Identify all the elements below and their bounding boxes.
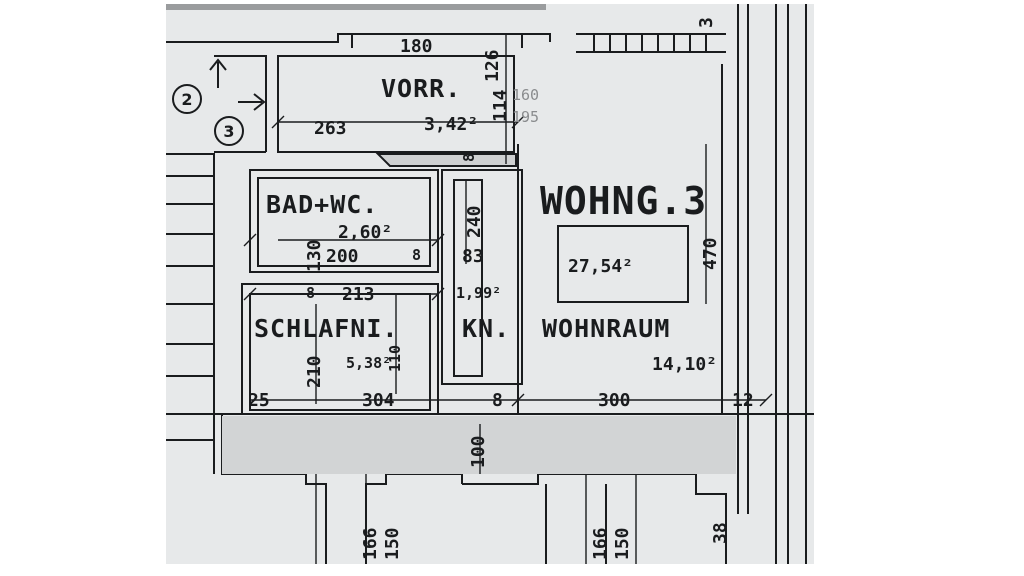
vorr-outline: [277, 55, 515, 153]
marker-arrows: [209, 58, 266, 111]
dim-210: 210: [304, 355, 325, 388]
area-bad: 2,60²: [338, 222, 393, 243]
dim-166b: 166: [590, 527, 611, 560]
dim-8c: 8: [306, 284, 316, 302]
dim-114: 114: [490, 89, 511, 122]
dim-lines: [250, 34, 766, 474]
dim-8a: 8: [460, 152, 478, 162]
vorr-inner-wall: [375, 153, 517, 167]
dim-240: 240: [464, 205, 485, 238]
top-outer-line: [166, 33, 551, 48]
bottom-wall-fill: [222, 416, 736, 474]
schlaf-outline: [241, 283, 439, 415]
dim-130: 130: [304, 239, 325, 272]
area-wohnraum: 14,10²: [652, 354, 718, 375]
dim-195: 195: [512, 108, 540, 126]
bad-inner: [257, 177, 431, 267]
dim-12: 12: [732, 390, 754, 411]
kn-outline: [441, 169, 523, 385]
dim-3: 3: [696, 17, 717, 28]
room-label-schlaf: SCHLAFNI.: [254, 314, 399, 343]
right-walls: [737, 4, 807, 564]
dim-25: 25: [248, 390, 270, 411]
dim-180: 180: [400, 36, 433, 57]
kn-inner: [453, 179, 483, 377]
dim-150a: 150: [382, 527, 403, 560]
floor-plan-sheet: 2 3 VORR. BAD+WC. WOHNG.3 SCHLAFNI. KN. …: [166, 4, 814, 564]
dim-ticks: [243, 115, 773, 407]
dim-83: 83: [462, 246, 484, 267]
dim-304: 304: [362, 390, 395, 411]
wohnraum-walls: [517, 64, 723, 414]
dim-470: 470: [700, 237, 721, 270]
room-label-bad: BAD+WC.: [266, 190, 379, 219]
bad-outline: [249, 169, 439, 273]
dim-160: 160: [512, 86, 540, 104]
left-corridor: [166, 153, 215, 474]
floor-plan-drawing: [166, 4, 814, 564]
room-label-kn: KN.: [462, 314, 511, 343]
area-schlaf: 5,38²: [346, 354, 392, 372]
room-label-wohng: WOHNG.3: [540, 179, 708, 223]
room-label-vorr: VORR.: [381, 74, 462, 103]
dim-8d: 8: [492, 390, 503, 411]
window-row: [576, 33, 726, 53]
dim-300: 300: [598, 390, 631, 411]
dim-263: 263: [314, 118, 347, 139]
wohng-area-box: [557, 225, 689, 303]
area-kn: 1,99²: [456, 284, 502, 302]
dim-8b: 8: [412, 246, 422, 264]
marker-3: 3: [214, 116, 244, 146]
dim-213: 213: [342, 284, 375, 305]
dim-200: 200: [326, 246, 359, 267]
dim-38: 38: [710, 522, 731, 544]
area-vorr: 3,42²: [424, 114, 479, 135]
dim-126: 126: [482, 49, 503, 82]
dim-166a: 166: [360, 527, 381, 560]
dim-110: 110: [386, 344, 404, 372]
dim-150b: 150: [612, 527, 633, 560]
marker-2: 2: [172, 84, 202, 114]
area-wohng: 27,54²: [568, 256, 634, 277]
room-label-wohnraum: WOHNRAUM: [542, 314, 671, 343]
dim-100: 100: [468, 435, 489, 468]
bottom-ticks: [315, 474, 637, 564]
entrance-wall: [214, 55, 267, 153]
top-wall: [166, 4, 546, 10]
